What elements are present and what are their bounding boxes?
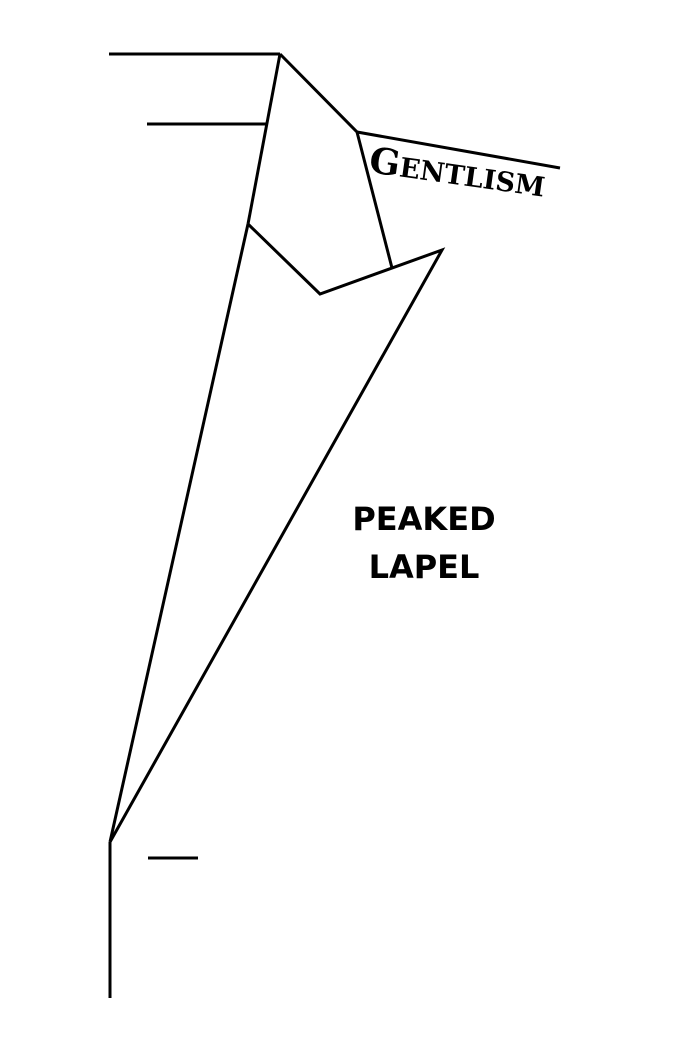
peaked-lapel-outline: [108, 222, 446, 843]
brand-initial: G: [367, 139, 403, 185]
gorge-line: [356, 130, 561, 170]
diagram-label-line2: LAPEL: [369, 548, 480, 586]
lapel-roll-line: [108, 223, 250, 843]
inner-collar-edge: [246, 53, 282, 225]
diagram-label-line1: PEAKED: [352, 500, 495, 538]
